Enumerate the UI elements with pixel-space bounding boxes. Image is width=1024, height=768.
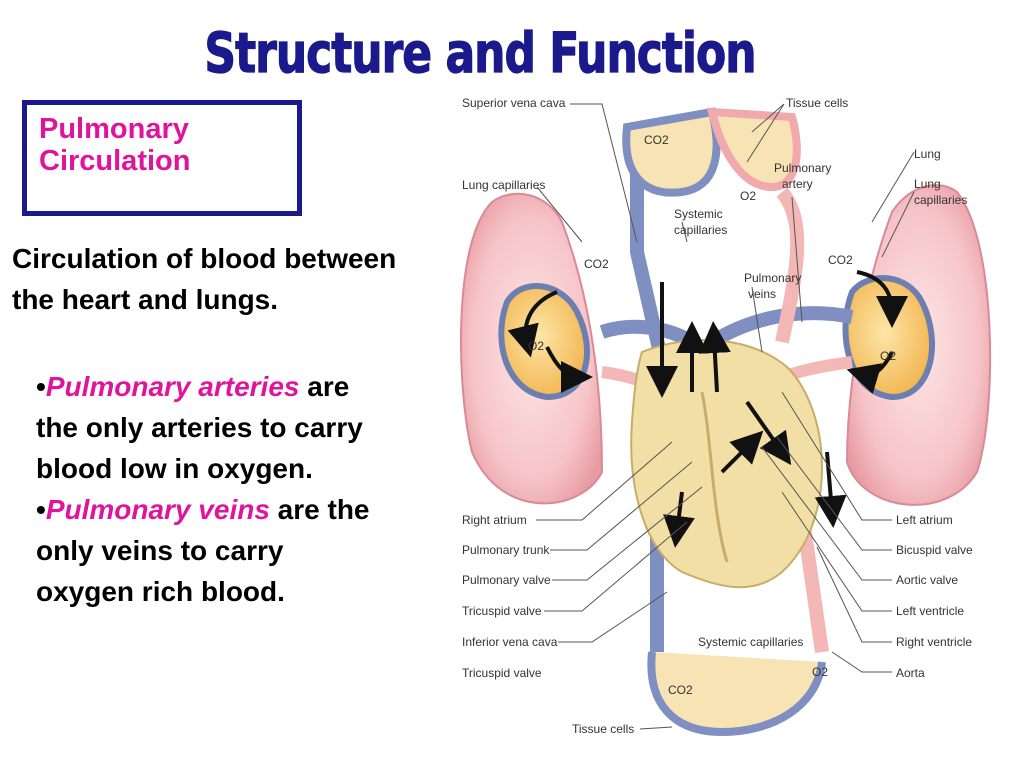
label-tissue-cells-top: Tissue cells bbox=[786, 96, 848, 110]
bullet-item: •Pulmonary arteries are the only arterie… bbox=[36, 366, 376, 489]
label-aorta: Aorta bbox=[896, 666, 925, 680]
label-co2-right: CO2 bbox=[828, 253, 853, 267]
label-tissue-cells-bottom: Tissue cells bbox=[572, 722, 634, 736]
label-o2-right: O2 bbox=[880, 349, 896, 363]
label-systemic-capillaries-top-1: Systemic bbox=[674, 207, 723, 221]
bullet-term: Pulmonary veins bbox=[45, 494, 270, 525]
label-pulmonary-artery-2: artery bbox=[782, 177, 813, 191]
top-capillary-bowl bbox=[622, 107, 721, 197]
heart bbox=[630, 339, 823, 589]
left-alveolus bbox=[498, 283, 590, 401]
label-bicuspid-valve: Bicuspid valve bbox=[896, 543, 973, 557]
heart-septum bbox=[700, 391, 729, 563]
label-co2-left: CO2 bbox=[584, 257, 609, 271]
label-superior-vena-cava: Superior vena cava bbox=[462, 96, 566, 110]
label-systemic-capillaries-bottom: Systemic capillaries bbox=[698, 635, 803, 649]
slide-title: Structure and Function bbox=[204, 21, 757, 86]
label-lung-capillaries-left: Lung capillaries bbox=[462, 178, 545, 192]
bullet-marker: • bbox=[36, 494, 46, 525]
bottom-capillary-bowl bbox=[647, 651, 826, 737]
label-inferior-vena-cava: Inferior vena cava bbox=[462, 635, 558, 649]
bullet-list: •Pulmonary arteries are the only arterie… bbox=[36, 366, 376, 612]
label-systemic-capillaries-top-2: capillaries bbox=[674, 223, 727, 237]
label-left-atrium: Left atrium bbox=[896, 513, 953, 527]
label-pulmonary-valve: Pulmonary valve bbox=[462, 573, 551, 587]
bullet-item: •Pulmonary veins are the only veins to c… bbox=[36, 489, 376, 612]
label-right-atrium: Right atrium bbox=[462, 513, 527, 527]
label-co2-bottom: CO2 bbox=[668, 683, 693, 697]
label-pulmonary-artery-1: Pulmonary bbox=[774, 161, 831, 175]
topic-line-2: Circulation bbox=[39, 145, 191, 177]
label-lung-capillaries-right-2: capillaries bbox=[914, 193, 967, 207]
bullet-text: are the only arteries to carry blood low… bbox=[36, 371, 363, 484]
bullet-marker: • bbox=[36, 371, 46, 402]
label-pulmonary-veins-2: veins bbox=[748, 287, 776, 301]
label-o2-bottom: O2 bbox=[812, 665, 828, 679]
label-o2-top: O2 bbox=[740, 189, 756, 203]
pulmonary-artery-left bbox=[599, 319, 696, 349]
topic-box: Pulmonary Circulation bbox=[22, 100, 302, 216]
circulation-diagram: Superior vena cava Tissue cells Lung cap… bbox=[460, 96, 992, 737]
label-co2-top: CO2 bbox=[644, 133, 669, 147]
label-pulmonary-veins-1: Pulmonary bbox=[744, 271, 801, 285]
label-pulmonary-trunk: Pulmonary trunk bbox=[462, 543, 550, 557]
label-tricuspid-valve-1: Tricuspid valve bbox=[462, 604, 542, 618]
bullet-text: are the only veins to carry oxygen rich … bbox=[36, 494, 370, 607]
label-lung: Lung bbox=[914, 147, 941, 161]
bullet-term: Pulmonary arteries bbox=[45, 371, 300, 402]
label-left-ventricle: Left ventricle bbox=[896, 604, 964, 618]
definition-text: Circulation of blood between the heart a… bbox=[12, 243, 397, 315]
topic-line-1: Pulmonary bbox=[39, 113, 189, 145]
label-o2-left: O2 bbox=[528, 339, 544, 353]
label-aortic-valve: Aortic valve bbox=[896, 573, 958, 587]
label-tricuspid-valve-2: Tricuspid valve bbox=[462, 666, 542, 680]
label-right-ventricle: Right ventricle bbox=[896, 635, 972, 649]
label-lung-capillaries-right-1: Lung bbox=[914, 177, 941, 191]
